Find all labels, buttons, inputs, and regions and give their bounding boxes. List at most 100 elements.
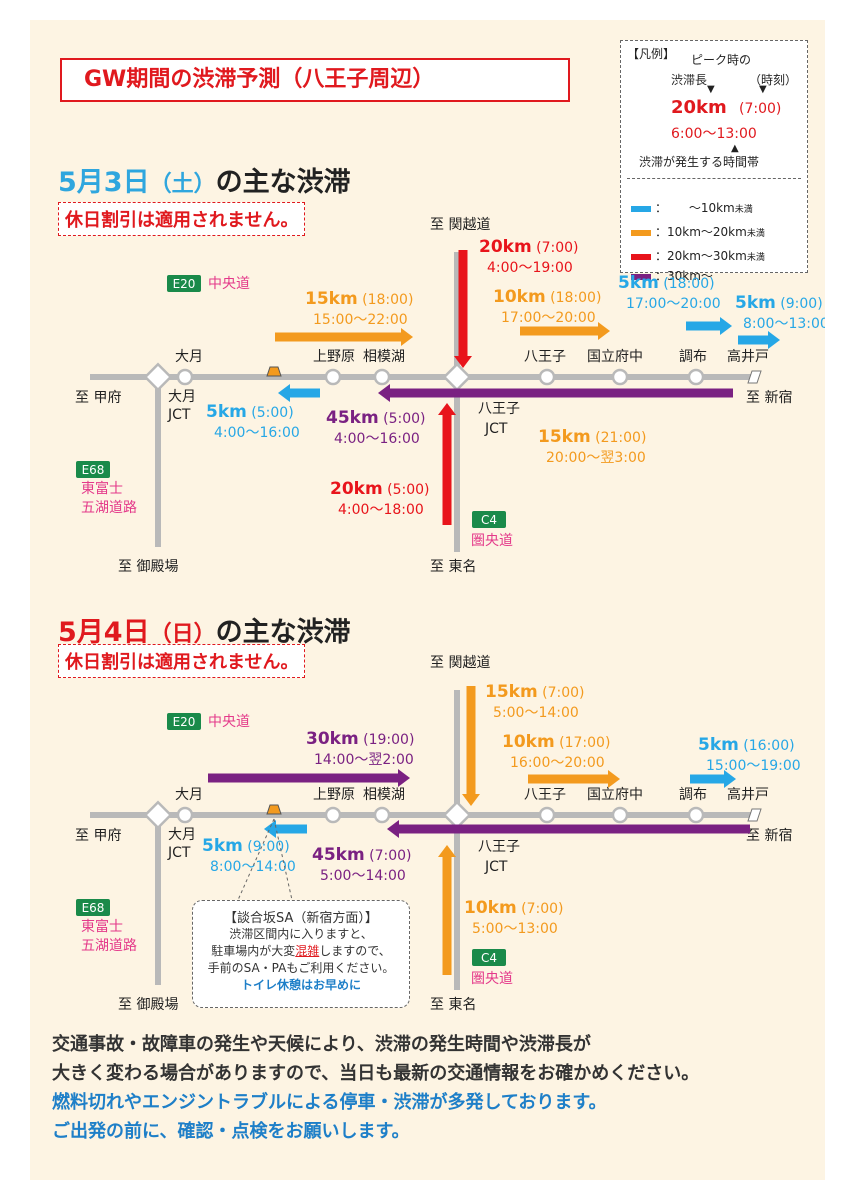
day2-jam-hachioji-km: 10km (17:00) [502,732,610,752]
sa-note-line4: トイレ休憩はお早めに [240,978,361,992]
day2-jam-tomei-km: 10km (7:00) [464,898,564,918]
day1-sagamiko-node [373,368,391,386]
legend-title: 【凡例】 [627,47,676,61]
day1-label-kunitachi: 国立府中 [587,349,643,365]
road-diagram: 至 甲府大月大月JCT上野原相模湖八王子国立府中調布高井戸至 新宿八王子JCT至… [75,217,825,1013]
day1-otsuki-node [176,368,194,386]
day1-jam-takaido-km: 5km (9:00) [735,293,823,313]
day2-label-hachioji-jct2: JCT [484,859,508,875]
day1-e20-badge-bg [167,275,201,292]
day2-heading: 5月4日（日）の主な渋滞 [58,610,351,649]
day2-jam-uenohara-range: 8:00～14:00 [210,859,296,875]
day1-label-uenohara: 上野原 [313,349,355,365]
day1-otsuki-jct-icon [143,362,173,392]
day1-label-to-shinjuku: 至 新宿 [746,389,792,406]
legend-length-label: 渋滞長 [671,73,708,87]
day1-jam-chofu-arrow-head [720,317,732,335]
day1-jam-takaido-arrow-head [768,331,780,349]
day1-label-sagamiko: 相模湖 [363,349,405,365]
day1-jam-uenohara-range: 4:00～16:00 [214,425,300,441]
day2-hachioji-node [538,806,556,824]
day2-kunitachi-node [611,806,629,824]
day2-label-to-tomei: 至 東名 [430,997,476,1013]
day2-jam-kanetsu-range: 5:00～14:00 [493,705,579,721]
footer-line1: 交通事故・故障車の発生や天候により、渋滞の発生時間や渋滞長が [52,1034,591,1055]
legend-peak-label: ピーク時の [691,53,752,67]
day2-label-fujigoko: 東富士 [81,918,123,935]
day1-label-to-tomei: 至 東名 [430,559,476,575]
day2-e20-badge-bg [167,713,201,730]
day1-c4-badge-bg [472,511,506,528]
day2-label-uenohara: 上野原 [313,787,355,803]
day1-heading: 5月3日（土）の主な渋滞 [58,160,351,199]
day2-uenohara-node [324,806,342,824]
day2-otsuki-node [176,806,194,824]
day2-label-ken-o: 圏央道 [471,971,513,987]
legend-swatch-red [631,253,651,260]
day1-jam-hachioji-arrow-head [598,322,610,340]
day2-label-to-kofu: 至 甲府 [75,828,121,844]
legend-row-label: ：20km～30km [655,249,747,263]
day2-label-sagamiko: 相模湖 [363,787,405,803]
day1-e20-badge: E20 [173,277,196,291]
day1-jam-chofu-km: 5km (18:00) [618,273,715,293]
day1-dangozaka-sa-icon [266,366,282,377]
day1-jam-tomei-range: 4:00～18:00 [338,502,424,518]
day1-jam-sagamiko-range: 15:00～22:00 [313,312,408,328]
arrow-down-icon: ▼ [759,84,767,95]
day2-label-hachioji-jct: 八王子 [478,839,520,855]
sa-note: 【談合坂SA（新宿方面）】 渋滞区間内に入りますと、 駐車場内が大変混雑しますの… [192,900,410,1008]
day2-label-chuo: 中央道 [208,714,250,730]
day1-label-otsuki-jct2: JCT [167,407,191,423]
day2-date: 5月4日 [58,617,150,648]
day2-jam-uenohara-arrow-head [264,820,276,838]
legend-swatch-blue [631,205,651,212]
day1-jam-shinjuku-arrow-head [378,384,390,402]
day2-jam-uenohara-km: 5km (9:00) [202,836,290,856]
day2-jam-kanetsu-km: 15km (7:00) [485,682,585,702]
day1-jam-shinjuku-km: 45km (5:00) [326,408,426,428]
day2-e68-badge: E68 [82,901,105,915]
legend-row-label: ：30km～ [655,269,713,283]
day2-c4-badge: C4 [481,951,497,965]
day2-suffix: の主な渋滞 [215,617,351,648]
day1-label-hachioji-jct2: JCT [484,421,508,437]
legend-row-blue: ： ～10km未満 [631,199,753,216]
day2-hachioji-jct-icon [442,800,472,830]
day2-jam-hachioji-arrow-head [608,770,620,788]
day2-label-to-shinjuku: 至 新宿 [746,827,792,844]
day2-jam-tomei-range: 5:00～13:00 [472,921,558,937]
day1-kunitachi-node [611,368,629,386]
day2-label-kunitachi: 国立府中 [587,787,643,803]
legend-row-orange: ：10km～20km未満 [631,223,765,240]
day2-label-otsuki-jct2: JCT [167,845,191,861]
footer-line3: 燃料切れやエンジントラブルによる停車・渋滞が多発しております。 [52,1092,607,1113]
day2-notice: 休日割引は適用されません。 [58,644,306,678]
arrow-up-icon: ▲ [731,143,739,154]
day2-label-chofu: 調布 [679,787,707,803]
day1-label-hachioji: 八王子 [524,349,566,365]
day2-sagamiko-node [373,806,391,824]
day2-label-otsuki: 大月 [175,787,203,803]
day2-jam-shinjuku-range: 5:00～14:00 [320,868,406,884]
day2-dangozaka-sa-icon [266,804,282,815]
legend-example-time: (7:00) [739,101,782,117]
day1-jam-sagamiko-km: 15km (18:00) [305,289,413,309]
day1-c4-badge: C4 [481,513,497,527]
legend-row-suffix: 未満 [734,205,753,215]
day2-label-otsuki-jct: 大月 [168,827,196,843]
day2-jam-sagamiko-range: 14:00～翌2:00 [314,752,414,768]
day2-otsuki-jct-icon [143,800,173,830]
legend-period-label: 渋滞が発生する時間帯 [639,155,760,169]
day1-label-to-kofu: 至 甲府 [75,390,121,406]
day2-e68-badge-bg [76,899,110,916]
day1-label-fujigoko2: 五湖道路 [81,500,137,516]
legend-row-red: ：20km～30km未満 [631,247,765,264]
day1-weekday: （土） [149,172,216,197]
day2-jam-sagamiko-km: 30km (19:00) [306,729,414,749]
legend-row-label: ： ～10km [655,201,735,215]
day1-label-hachioji-jct: 八王子 [478,401,520,417]
day2-label-hachioji: 八王子 [524,787,566,803]
day1-jam-night-km: 15km (21:00) [538,427,646,447]
legend-example-range: 6:00～13:00 [671,126,757,142]
